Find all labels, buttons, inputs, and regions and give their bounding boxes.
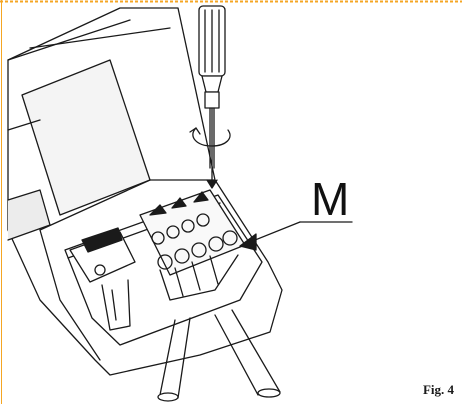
callout-label-m: M: [311, 173, 351, 225]
callout-leader: [239, 221, 353, 251]
device-housing: [7, 7, 283, 376]
rotation-arrow-icon: [189, 127, 231, 147]
cables: [157, 309, 281, 402]
figure-caption: Fig. 4: [422, 382, 454, 397]
arrow-icon: [206, 179, 218, 189]
terminal-block-icon: [139, 189, 246, 301]
screwdriver-icon: [198, 5, 226, 173]
connector-module: [69, 227, 136, 331]
